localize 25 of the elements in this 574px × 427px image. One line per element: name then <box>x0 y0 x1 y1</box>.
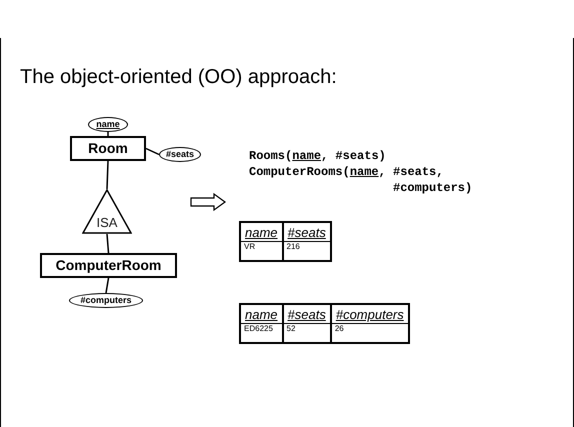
connector-line <box>107 132 109 136</box>
connector-line <box>146 148 160 156</box>
column-header: #computers <box>330 304 409 324</box>
schema-line: #computers) <box>393 180 472 196</box>
entity-box: Room <box>70 136 146 161</box>
table-cell: 216 <box>282 242 331 261</box>
column-header: #seats <box>282 222 331 242</box>
table-cell: ED6225 <box>240 324 283 343</box>
schema-line: Rooms(name, #seats) <box>249 148 386 164</box>
attribute-ellipse: #seats <box>159 147 201 162</box>
table-cell: 26 <box>330 324 409 343</box>
slide-title: The object-oriented (OO) approach: <box>20 65 337 90</box>
connector-line <box>106 234 110 254</box>
column-header: #seats <box>282 304 331 324</box>
isa-label: ISA <box>96 214 118 232</box>
attribute-ellipse: name <box>88 117 128 132</box>
table-cell: VR <box>240 242 283 261</box>
entity-box: ComputerRoom <box>40 253 177 278</box>
table-cell: 52 <box>282 324 331 343</box>
schema-line: ComputerRooms(name, #seats, <box>249 164 444 180</box>
connector-line <box>105 278 110 294</box>
column-header: name <box>240 304 283 324</box>
column-header: name <box>240 222 283 242</box>
connector-line <box>106 160 109 190</box>
attribute-ellipse: #computers <box>69 293 143 308</box>
